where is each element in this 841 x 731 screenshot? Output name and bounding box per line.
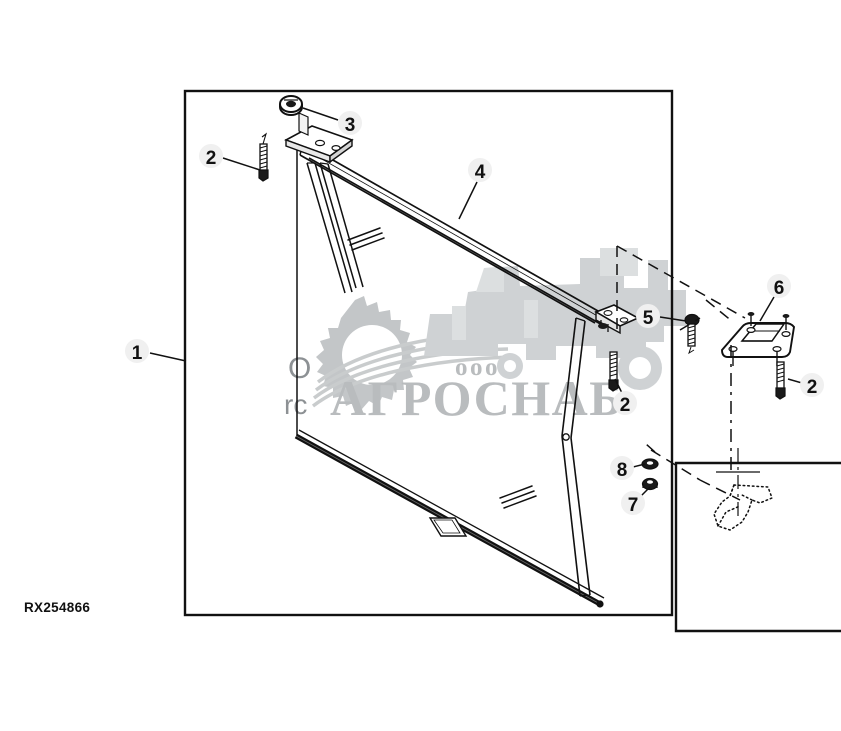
lock-nut xyxy=(641,477,659,491)
watermark-group: ооо АГРОСНАБ xyxy=(311,248,686,426)
window-frame-assembly xyxy=(294,142,605,608)
leader-4 xyxy=(458,181,478,220)
glass-hatch-upper xyxy=(347,227,385,251)
hex-nut xyxy=(279,95,303,116)
left-diagonal-strut xyxy=(306,162,364,294)
flat-washer xyxy=(641,458,659,470)
callout-6-label[interactable]: 6 xyxy=(774,278,785,299)
combine-harvester-icon xyxy=(424,248,686,390)
hex-head-bolt-upper-left xyxy=(258,132,269,182)
hex-head-bolt-mid-right xyxy=(608,351,619,392)
leader-6 xyxy=(759,296,775,322)
ghost-text-left-upper: O xyxy=(288,352,311,385)
top-pivot-bracket xyxy=(284,112,354,164)
hex-head-bolt-lower-right xyxy=(775,361,786,400)
callout-bubbles xyxy=(125,111,824,515)
leader-2-mid-right xyxy=(614,378,623,394)
phantom-hook-part xyxy=(713,484,773,531)
callout-8-label[interactable]: 8 xyxy=(617,460,628,481)
callout-2-label-mid-right[interactable]: 2 xyxy=(620,395,631,416)
callout-4-label[interactable]: 4 xyxy=(475,162,486,183)
ghost-text-left-lower: rc xyxy=(284,389,307,420)
main-exploded-view-frame xyxy=(183,89,674,617)
bottom-rail-end-joint xyxy=(596,600,604,608)
callout-7-label[interactable]: 7 xyxy=(628,495,639,516)
right-pivot-bracket xyxy=(594,304,640,335)
mounting-bracket-plate xyxy=(721,312,796,366)
leader-2-upper-left xyxy=(222,157,261,171)
leader-2-lower-right xyxy=(787,378,803,384)
callout-leaders xyxy=(149,107,803,498)
watermark-line1: ооо xyxy=(455,354,500,381)
callout-2-label-upper-left[interactable]: 2 xyxy=(206,148,217,169)
glass-hatch-lower xyxy=(499,485,537,509)
callout-2-label-lower-right[interactable]: 2 xyxy=(807,377,818,398)
upper-diagonal-rail xyxy=(299,142,605,327)
latch-handle-tab xyxy=(428,517,468,537)
leader-5 xyxy=(659,316,687,322)
callout-5-label[interactable]: 5 xyxy=(643,308,654,329)
leader-8 xyxy=(632,463,646,468)
right-diagonal-strut xyxy=(561,317,591,597)
centerline-secondary xyxy=(716,448,760,520)
leader-3 xyxy=(302,107,339,121)
part-number-label: RX254866 xyxy=(24,600,91,615)
short-hex-bolt xyxy=(684,313,700,355)
leader-1 xyxy=(149,352,187,362)
assembly-phantom-lines xyxy=(616,245,746,501)
callout-3-label[interactable]: 3 xyxy=(345,115,356,136)
secondary-detail-frame xyxy=(674,461,841,633)
callout-1-label[interactable]: 1 xyxy=(132,343,143,364)
